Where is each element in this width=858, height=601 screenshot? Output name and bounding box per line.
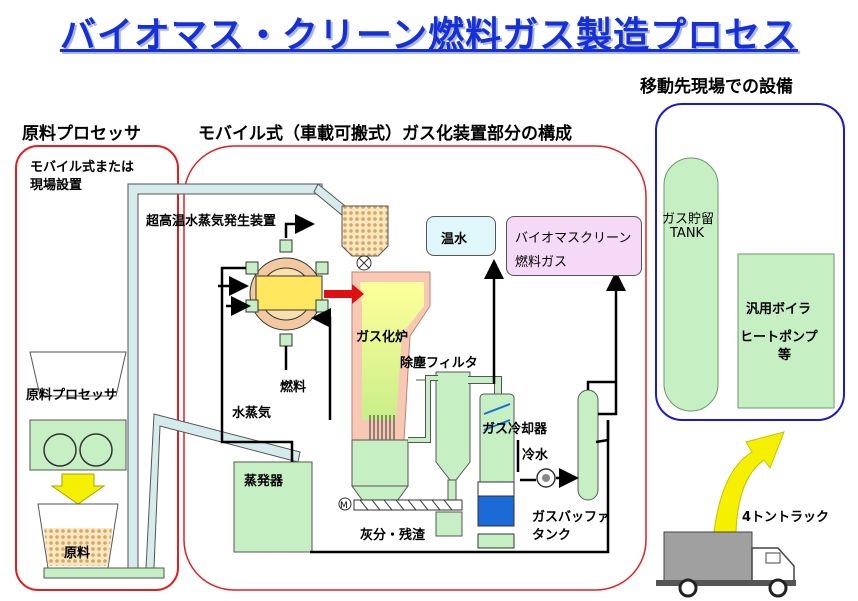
- fuel-label: 燃料: [280, 380, 307, 395]
- clean-gas-box: バイオマスクリーン 燃料ガス: [506, 216, 642, 276]
- raw-processor-machine: [29, 351, 165, 579]
- cold-water-label: 冷水: [522, 448, 549, 463]
- gas-buffer-tank-shape: [577, 389, 599, 501]
- gas-tank-label: ガス貯留: [662, 212, 715, 227]
- clean-gas-label-2: 燃料ガス: [515, 255, 568, 270]
- boiler-label: 汎用ボイラ: [746, 302, 812, 317]
- evaporator-label: 蒸発器: [244, 474, 284, 489]
- dust-filter-label: 除塵フィルタ: [400, 356, 478, 371]
- raw-processor-region: [15, 145, 179, 591]
- gas-buffer-label-2: タンク: [532, 528, 572, 543]
- mobile-or-onsite-label: モバイル式または: [30, 160, 135, 175]
- transport-arrow-icon: [713, 431, 785, 533]
- page-title: バイオマス・クリーン燃料ガス製造プロセス: [59, 15, 799, 56]
- truck-icon: [656, 531, 796, 598]
- raw-processor-heading: 原料プロセッサ: [22, 124, 141, 144]
- gas-tank-label-2: TANK: [670, 226, 705, 241]
- steam-generator-label: 超高温水蒸気発生装置: [146, 214, 277, 229]
- gas-tank-shape: [663, 157, 719, 412]
- etc-label: 等: [778, 348, 792, 363]
- processor-label: 原料プロセッサ: [26, 388, 118, 403]
- steam-label: 水蒸気: [232, 406, 272, 421]
- onsite-heading: 移動先現場での設備: [640, 77, 793, 97]
- clean-gas-label: バイオマスクリーン: [515, 231, 632, 246]
- fuel-hopper: [341, 205, 389, 257]
- steam-generator-shape: [245, 239, 329, 347]
- ash-label: 灰分・残渣: [360, 528, 426, 543]
- warm-water-label: 温水: [441, 232, 468, 247]
- ash-conveyor: [338, 497, 463, 537]
- raw-material-label: 原料: [64, 546, 91, 561]
- mobile-or-onsite-label-2: 現場設置: [30, 178, 83, 193]
- boiler-shape: [737, 253, 835, 409]
- truck-label: 4トントラック: [742, 510, 830, 525]
- gasifier-label: ガス化炉: [356, 330, 409, 345]
- gas-buffer-label: ガスバッファ: [532, 510, 611, 525]
- superheated-steam-arrow: [324, 284, 364, 304]
- gasifier-unit-heading: モバイル式（車載可搬式）ガス化装置部分の構成: [198, 124, 572, 144]
- warm-water-box: 温水: [426, 216, 496, 256]
- heat-pump-label: ヒートポンプ: [740, 330, 818, 345]
- motor-icon: M: [340, 501, 348, 511]
- gasifier-unit-region: [183, 145, 647, 591]
- gas-cooler-label: ガス冷却器: [482, 422, 548, 437]
- onsite-region: [655, 103, 845, 421]
- evaporator-shape: [233, 461, 313, 553]
- dust-filter-shape: [435, 371, 471, 481]
